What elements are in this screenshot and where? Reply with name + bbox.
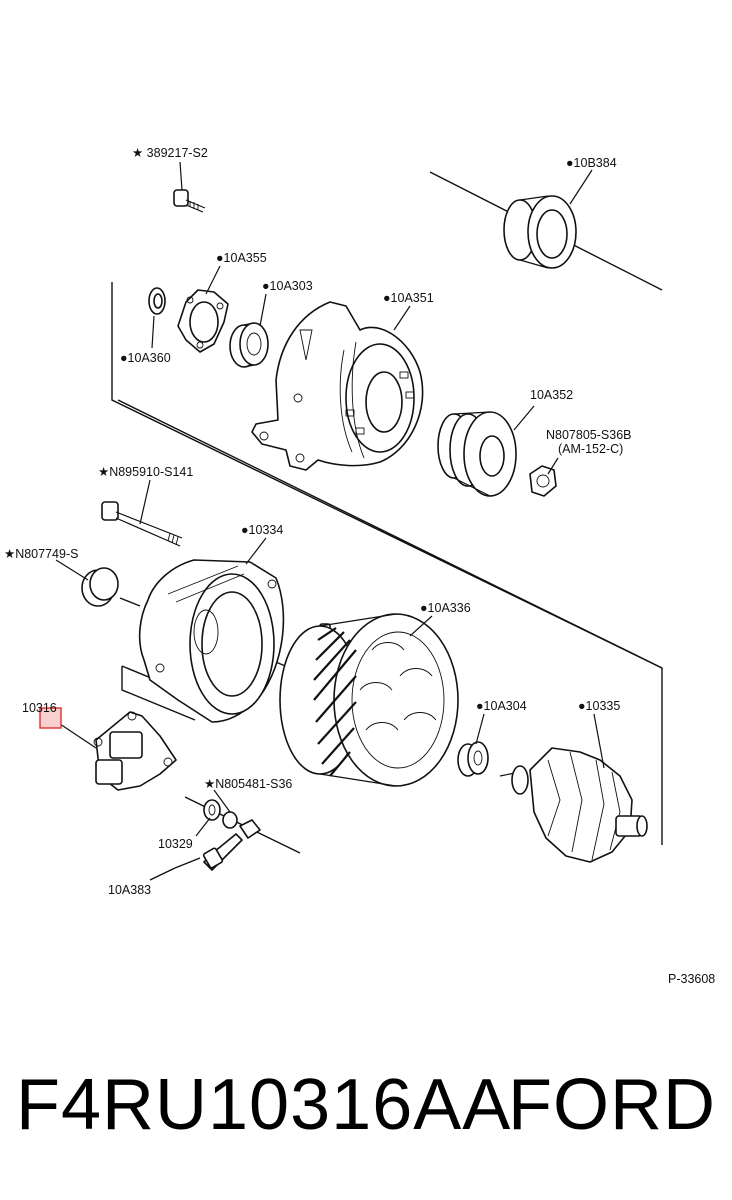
- brand-name: FORD: [508, 1065, 716, 1145]
- figure-code: P-33608: [668, 972, 715, 986]
- label-10a351: ●10A351: [383, 291, 434, 305]
- bearing-10a303-part: [229, 322, 269, 368]
- label-10a383: 10A383: [108, 883, 151, 897]
- nut-n807805-part: [529, 465, 557, 497]
- bolt-389217-part: [173, 189, 206, 213]
- rotor-10335-part: [499, 747, 648, 863]
- stator-10a336-part: [279, 613, 459, 787]
- bolt-n895910-part: [101, 501, 183, 547]
- label-n805481: ★N805481-S36: [204, 777, 292, 791]
- bearing-10a304-part: [457, 741, 489, 777]
- highlight-box: [39, 707, 62, 729]
- plug-n807749-part: [81, 567, 119, 607]
- rear-housing-10334-part: [138, 559, 285, 723]
- part-labels: ★ 389217-S2 ●10B384 ●10A355 ●10A303 ●10A…: [4, 146, 715, 986]
- label-10329: 10329: [158, 837, 193, 851]
- spacer-10a360-part: [148, 287, 166, 315]
- label-10a303: ●10A303: [262, 279, 313, 293]
- pulley-10b384-part: [503, 195, 577, 269]
- leader-lines: [55, 161, 605, 837]
- label-10a352: 10A352: [530, 388, 573, 402]
- label-10b384: ●10B384: [566, 156, 617, 170]
- part-number: F4RU10316AA: [16, 1065, 512, 1145]
- washer-10329-part: [203, 799, 221, 821]
- terminal-10a383-part: [202, 833, 243, 871]
- label-389217: ★ 389217-S2: [132, 146, 208, 160]
- pulley-10a352-part: [437, 411, 517, 497]
- label-n807805: N807805-S36B: [546, 428, 631, 442]
- front-housing-10a351-part: [251, 301, 424, 471]
- label-n895910: ★N895910-S141: [98, 465, 193, 479]
- label-n807805-alt: (AM-152-C): [558, 442, 623, 456]
- label-10a360: ●10A360: [120, 351, 171, 365]
- screw-n805481-part: [222, 811, 261, 839]
- regulator-10316-part: [93, 711, 177, 791]
- exploded-alternator-diagram: ★ 389217-S2 ●10B384 ●10A355 ●10A303 ●10A…: [4, 146, 715, 986]
- caption: F4RU10316AA FORD: [0, 1060, 732, 1170]
- label-10a304: ●10A304: [476, 699, 527, 713]
- label-10316: 10316: [22, 701, 57, 715]
- label-n807749: ★N807749-S: [4, 547, 78, 561]
- label-10335: ●10335: [578, 699, 620, 713]
- label-10a336: ●10A336: [420, 601, 471, 615]
- bracket-10a355-part: [177, 289, 229, 353]
- label-10334: ●10334: [241, 523, 283, 537]
- label-10a355: ●10A355: [216, 251, 267, 265]
